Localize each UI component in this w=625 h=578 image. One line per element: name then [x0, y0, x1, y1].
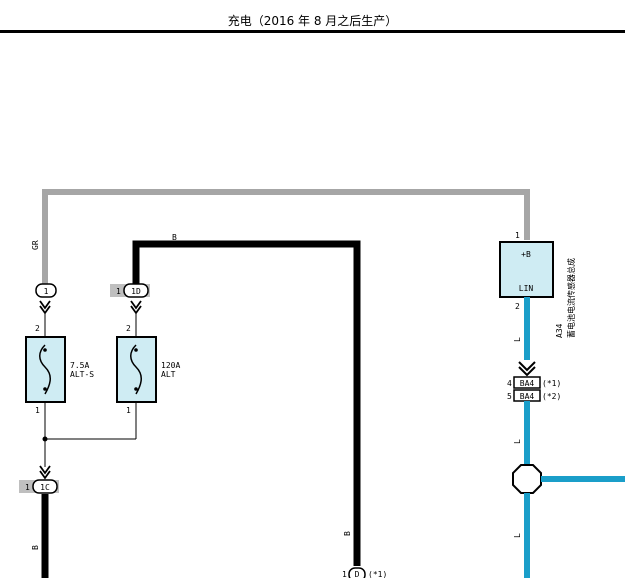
- svg-text:D: D: [355, 570, 360, 578]
- svg-text:2: 2: [35, 324, 40, 333]
- svg-text:2: 2: [126, 324, 131, 333]
- black-wire-right-label: B: [343, 531, 352, 536]
- svg-text:1: 1: [342, 570, 347, 578]
- svg-text:1: 1: [126, 406, 131, 415]
- blue-wire-lower-label: L: [513, 533, 522, 538]
- svg-text:1: 1: [515, 231, 520, 240]
- svg-text:+B: +B: [521, 250, 531, 259]
- fuse-alt: 2 120A ALT 1: [116, 324, 180, 415]
- blue-wire-upper-label: L: [513, 337, 522, 342]
- blue-wire-mid-label: L: [513, 439, 522, 444]
- svg-text:7.5A: 7.5A: [70, 361, 89, 370]
- chevron-icon: [39, 465, 51, 480]
- connector-ba4-1: 4 BA4 (*1): [507, 376, 561, 389]
- black-wire-top-label: B: [172, 233, 177, 242]
- svg-text:ALT-S: ALT-S: [70, 370, 94, 379]
- gray-wire: [42, 189, 530, 284]
- svg-text:120A: 120A: [161, 361, 180, 370]
- svg-text:5: 5: [507, 392, 512, 401]
- splice-point: [42, 436, 48, 442]
- svg-text:1: 1: [44, 287, 49, 296]
- fuse-alt-s: 2 7.5A ALT-S 1: [25, 324, 94, 415]
- black-wire-left-lower-label: B: [31, 545, 40, 550]
- connector-1: 1: [35, 283, 57, 298]
- svg-text:4: 4: [507, 379, 512, 388]
- svg-text:1: 1: [116, 287, 121, 296]
- svg-text:(*1): (*1): [542, 379, 561, 388]
- svg-text:(*1): (*1): [368, 570, 387, 578]
- svg-text:蓄电池电流传感器总成: 蓄电池电流传感器总成: [566, 258, 576, 338]
- junction-octagon: [512, 464, 542, 494]
- chevron-icon: [39, 300, 51, 315]
- svg-text:A34: A34: [555, 323, 564, 338]
- svg-text:1: 1: [35, 406, 40, 415]
- svg-text:BA4: BA4: [520, 379, 535, 388]
- chevron-icon: [518, 361, 536, 377]
- connector-1c: 1 1C: [19, 479, 59, 494]
- page-title: 充电（2016 年 8 月之后生产）: [227, 14, 398, 28]
- black-wire-top: [132, 240, 361, 566]
- svg-text:1D: 1D: [131, 287, 141, 296]
- battery-current-sensor: 1 +B LIN 2 A34 蓄电池电流传感器总成: [499, 231, 576, 338]
- gray-wire-label: GR: [31, 240, 40, 250]
- svg-text:BA4: BA4: [520, 392, 535, 401]
- title-rule: [0, 30, 625, 33]
- connector-ba4-2: 5 BA4 (*2): [507, 389, 561, 402]
- svg-text:(*2): (*2): [542, 392, 561, 401]
- svg-text:2: 2: [515, 302, 520, 311]
- svg-text:1C: 1C: [40, 483, 50, 492]
- connector-1d: 1 1D: [110, 283, 150, 298]
- connector-1d-bottom: 1 D (*1): [342, 567, 387, 578]
- chevron-icon: [130, 300, 142, 315]
- svg-text:ALT: ALT: [161, 370, 176, 379]
- svg-text:LIN: LIN: [519, 284, 534, 293]
- svg-text:1: 1: [25, 483, 30, 492]
